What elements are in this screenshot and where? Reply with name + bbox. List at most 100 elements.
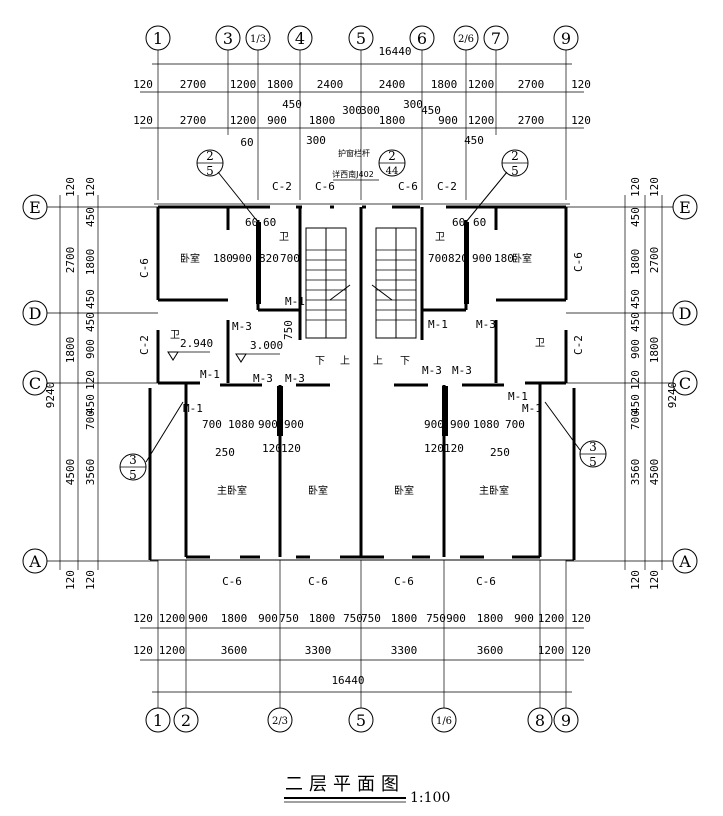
detail-ref-top-left: 2 5 [196, 149, 259, 223]
svg-text:450: 450 [629, 312, 642, 332]
axis-bubble-left-C: C [22, 370, 158, 396]
svg-text:9: 9 [561, 29, 571, 48]
svg-text:9240: 9240 [44, 382, 57, 409]
svg-text:900: 900 [258, 418, 278, 431]
svg-text:3300: 3300 [391, 644, 418, 657]
svg-text:450: 450 [84, 289, 97, 309]
svg-text:450: 450 [629, 207, 642, 227]
svg-text:900: 900 [450, 418, 470, 431]
svg-text:M-1: M-1 [200, 368, 220, 381]
svg-text:C-6: C-6 [394, 575, 414, 588]
svg-text:M-3: M-3 [476, 318, 496, 331]
svg-text:900: 900 [84, 339, 97, 359]
axis-bubble-top-3: 3 [215, 25, 241, 66]
left-axis-bubbles: E D C A [22, 194, 158, 574]
svg-text:120: 120 [629, 570, 642, 590]
svg-text:900: 900 [232, 252, 252, 265]
axis-bubble-top-2-6: 2/6 [453, 25, 479, 66]
axis-bubble-right-D: D [566, 300, 698, 326]
svg-text:1800: 1800 [648, 337, 661, 364]
top-axis-bubbles: 1 3 1/3 4 5 6 2/6 7 9 [145, 25, 579, 66]
svg-text:120: 120 [629, 370, 642, 390]
axis-bubble-left-E: E [22, 194, 158, 220]
svg-text:2: 2 [181, 711, 191, 730]
svg-text:9: 9 [561, 711, 571, 730]
svg-text:C: C [29, 374, 41, 393]
drawing-title-block: 二层平面图 1:100 [284, 774, 450, 806]
svg-text:450: 450 [84, 312, 97, 332]
svg-text:120: 120 [133, 612, 153, 625]
svg-text:900: 900 [472, 252, 492, 265]
svg-text:2/3: 2/3 [272, 716, 288, 727]
svg-text:120: 120 [281, 442, 301, 455]
axis-bubble-left-D: D [22, 300, 158, 326]
svg-text:450: 450 [421, 104, 441, 117]
svg-text:700: 700 [202, 418, 222, 431]
svg-text:250: 250 [490, 446, 510, 459]
room-bath-n-right: 卫 [435, 232, 445, 243]
svg-text:120: 120 [629, 177, 642, 197]
svg-text:700: 700 [505, 418, 525, 431]
room-bedroom-s-left: 卧室 [308, 484, 328, 497]
svg-text:900: 900 [446, 612, 466, 625]
axis-bubble-bottom-2: 2 [173, 560, 199, 733]
svg-text:60: 60 [245, 216, 258, 229]
axis-bubble-right-A: A [566, 548, 698, 574]
svg-text:C-6: C-6 [315, 180, 335, 193]
svg-text:1080: 1080 [473, 418, 500, 431]
svg-text:750: 750 [279, 612, 299, 625]
bottom-dim-row1: 120 1200 900 1800 900 750 1800 750 750 1… [133, 612, 591, 625]
axis-bubble-right-E: E [566, 194, 698, 220]
svg-text:2700: 2700 [180, 78, 207, 91]
svg-text:M-3: M-3 [253, 372, 273, 385]
svg-text:450: 450 [464, 134, 484, 147]
svg-text:5: 5 [589, 455, 597, 469]
svg-text:M-3: M-3 [285, 372, 305, 385]
svg-text:1800: 1800 [629, 249, 642, 276]
axis-bubble-bottom-5: 5 [348, 560, 374, 733]
svg-text:3600: 3600 [221, 644, 248, 657]
svg-text:8: 8 [535, 711, 545, 730]
svg-text:120: 120 [262, 442, 282, 455]
svg-text:2400: 2400 [379, 78, 406, 91]
svg-text:3560: 3560 [84, 459, 97, 486]
svg-text:M-1: M-1 [183, 402, 203, 415]
axis-extension-lines [157, 66, 567, 200]
axis-bubble-bottom-8: 8 [527, 560, 553, 733]
svg-text:450: 450 [282, 98, 302, 111]
axis-bubble-top-5: 5 [348, 25, 374, 66]
svg-text:450: 450 [629, 289, 642, 309]
left-dimension-lines: 120 2700 1800 9240 4500 120 120 450 1800… [44, 177, 99, 590]
room-bath-w: 卫 [170, 330, 180, 341]
svg-text:3600: 3600 [477, 644, 504, 657]
room-bedroom-nw: 卧室 [180, 252, 200, 265]
svg-text:120: 120 [84, 177, 97, 197]
top-dim-row2: 120 2700 1200 900 450 1800 300 300 1800 … [133, 98, 591, 127]
svg-text:120: 120 [64, 570, 77, 590]
svg-text:120: 120 [424, 442, 444, 455]
svg-text:4: 4 [295, 29, 305, 48]
svg-text:7: 7 [491, 29, 501, 48]
drawing-scale: 1:100 [410, 790, 450, 806]
svg-text:120: 120 [571, 644, 591, 657]
svg-text:5: 5 [356, 29, 366, 48]
room-labels: 卧室 卫 卫 卧室 卫 卫 主卧室 卧室 卧室 主卧室 [170, 232, 545, 497]
overall-width-bottom: 16440 [331, 674, 364, 687]
svg-text:A: A [28, 552, 41, 571]
svg-text:C-6: C-6 [222, 575, 242, 588]
svg-text:1800: 1800 [477, 612, 504, 625]
svg-text:5: 5 [129, 468, 137, 482]
svg-text:1800: 1800 [309, 612, 336, 625]
svg-text:700: 700 [629, 410, 642, 430]
svg-text:120: 120 [571, 612, 591, 625]
detail-ref-stair: 2 44 护窗栏杆 详西南J402 [332, 148, 406, 181]
svg-text:700: 700 [84, 410, 97, 430]
svg-text:1200: 1200 [159, 612, 186, 625]
drawing-title: 二层平面图 [285, 774, 405, 795]
stairwell-right [371, 227, 417, 339]
stair-up-right: 上 [373, 355, 383, 367]
svg-text:C-2: C-2 [572, 335, 585, 355]
svg-text:3: 3 [589, 440, 597, 454]
svg-text:750: 750 [343, 612, 363, 625]
svg-text:900: 900 [424, 418, 444, 431]
